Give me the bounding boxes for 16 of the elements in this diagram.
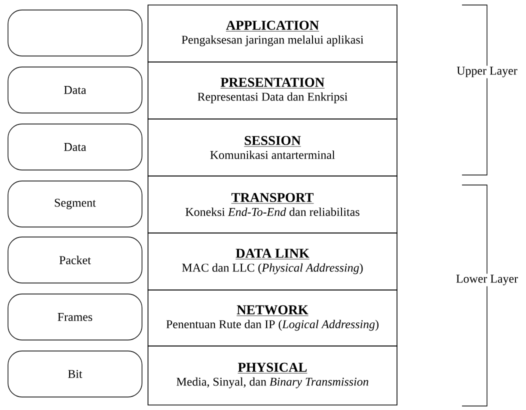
layer-box: APPLICATION Pengaksesan jaringan melalui aplikasi bbox=[148, 4, 398, 62]
layer-box: DATA LINK MAC dan LLC (Physical Addressing) bbox=[148, 232, 398, 290]
layer-label: Lower Layer bbox=[454, 274, 520, 286]
rounded-box: Data bbox=[8, 66, 142, 114]
rounded-box: Segment bbox=[8, 180, 142, 228]
layer-label: Upper Layer bbox=[456, 66, 518, 78]
layer-box: TRANSPORT Koneksi End-To-End dan reliabilitas bbox=[148, 176, 398, 234]
layer-box: NETWORK Penentuan Rute dan IP (Logical Addressing) bbox=[148, 290, 398, 346]
layer-box: SESSION Komunikasi antarterminal bbox=[148, 118, 398, 176]
layer-box: PRESENTATION Representasi Data dan Enkripsi bbox=[148, 62, 398, 120]
layer-box: PHYSICAL Media, Sinyal, dan Binary Transmission bbox=[148, 346, 398, 406]
rounded-box: Bit bbox=[8, 350, 142, 398]
empty-rounded-box bbox=[8, 10, 142, 56]
rounded-box: Packet bbox=[8, 236, 142, 284]
rounded-box: Data bbox=[8, 124, 142, 170]
rounded-box: Frames bbox=[8, 294, 142, 340]
